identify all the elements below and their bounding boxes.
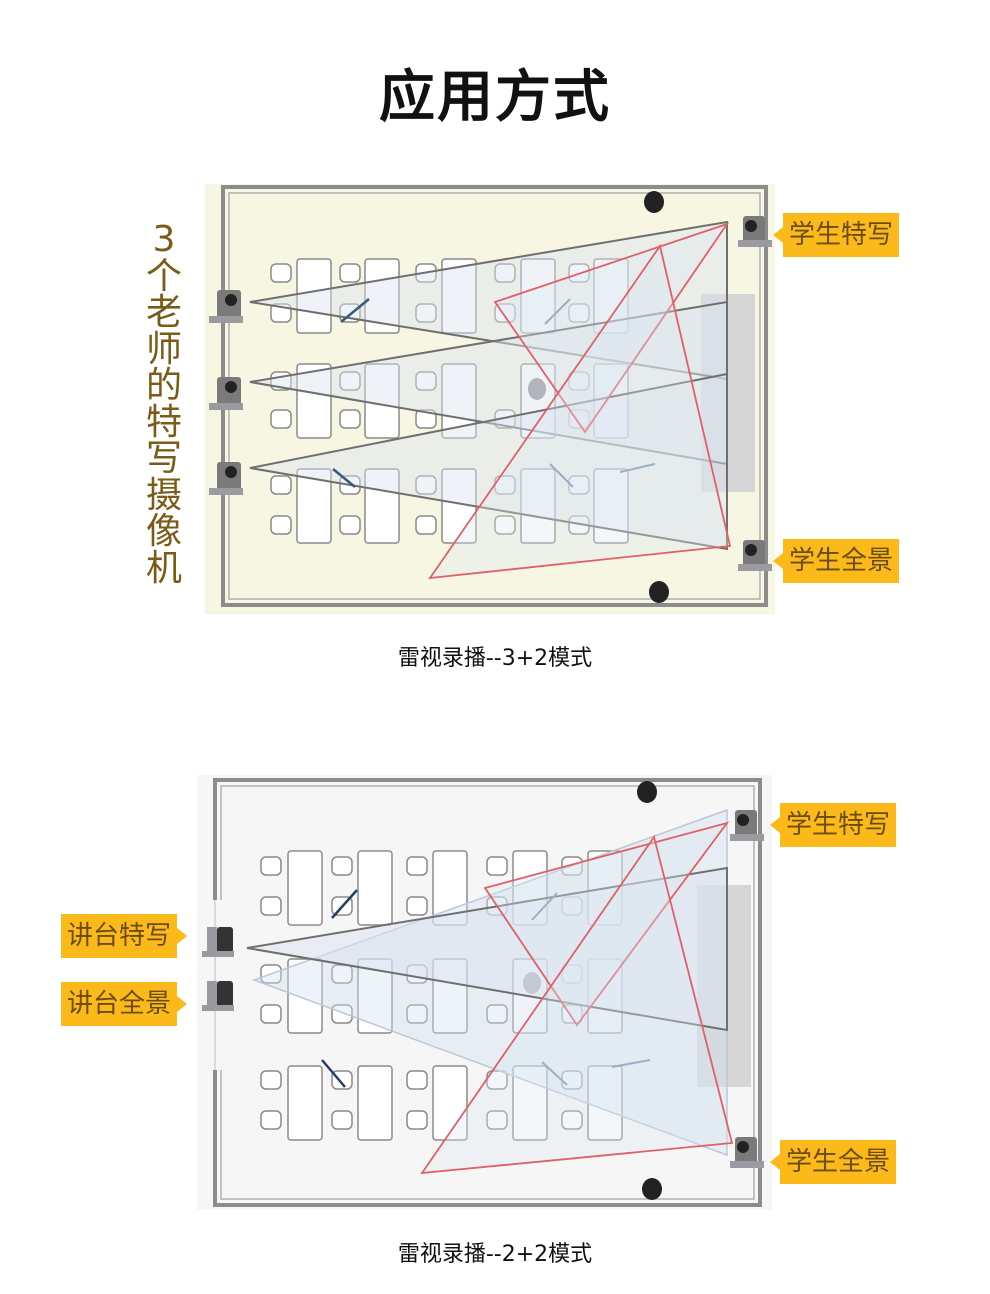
student-closeup-tag: 学生特写 bbox=[772, 213, 900, 257]
podium-closeup-tag: 讲台特写 bbox=[61, 914, 188, 958]
podium-panorama-tag: 讲台全景 bbox=[61, 982, 188, 1026]
page-title: 应用方式 bbox=[379, 65, 611, 130]
classroom-diagram-2plus2 bbox=[197, 775, 772, 1210]
student-panorama-tag-2: 学生全景 bbox=[769, 1140, 897, 1184]
teacher-camera-icon bbox=[209, 290, 243, 495]
diagram1-caption: 雷视录播--3+2模式 bbox=[397, 646, 593, 671]
classroom-diagram-3plus2 bbox=[205, 184, 775, 614]
teacher-camera-label: 3 个 老 师 的 特 写 摄 像 机 bbox=[145, 219, 182, 589]
student-panorama-tag: 学生全景 bbox=[772, 539, 900, 583]
student-closeup-tag-2: 学生特写 bbox=[769, 803, 897, 847]
diagram2-caption: 雷视录播--2+2模式 bbox=[397, 1242, 593, 1267]
